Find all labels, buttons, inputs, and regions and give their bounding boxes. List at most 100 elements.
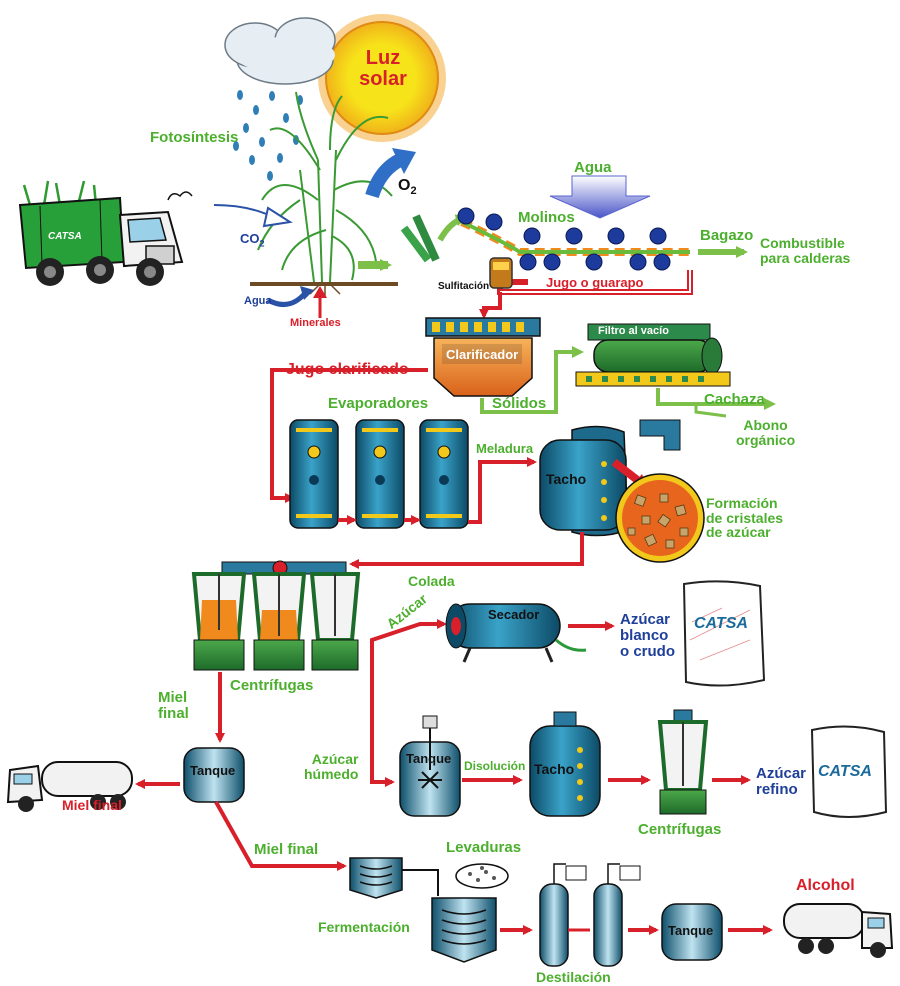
minerals-label: Minerales <box>290 317 341 329</box>
filter-cake-line <box>656 388 776 410</box>
clarifier-tank-icon <box>425 317 541 397</box>
fuel-label-line-2: para calderas <box>760 249 851 266</box>
arrow-sulfitation-to-clarifier <box>479 292 502 319</box>
juice-line-inner <box>500 270 691 293</box>
white-raw-sugar-line-1: Azúcar <box>620 611 671 628</box>
fermenter-icon <box>349 857 439 899</box>
wet-sugar-line <box>370 666 395 787</box>
alcohol-label: Alcohol <box>796 877 855 894</box>
refined-sugar-line-1: Azúcar <box>756 765 807 782</box>
syrup-label: Meladura <box>476 441 534 456</box>
tank-2-label: Tanque <box>406 751 452 766</box>
solids-line <box>480 346 584 414</box>
sulfitation-label: Sulfitación <box>438 281 490 292</box>
wet-sugar-label: Azúcar húmedo <box>304 752 358 781</box>
alcohol-truck-icon <box>783 903 894 958</box>
tank-1-label: Tanque <box>190 763 236 778</box>
final-molasses-label-a: Miel final <box>158 690 189 722</box>
distillation-label: Destilación <box>536 969 611 985</box>
sun-icon <box>318 14 446 142</box>
massecuite-label: Colada <box>408 573 455 589</box>
organic-fertilizer-line-2: orgánico <box>736 431 796 448</box>
cloud-icon <box>224 17 336 85</box>
o2-label: O2 <box>398 177 417 198</box>
wet-sugar-line-2: húmedo <box>304 765 359 782</box>
sugar-to-dryer-line <box>370 619 447 666</box>
evaporators-label: Evaporadores <box>328 395 429 412</box>
sugar-sack-icon <box>810 725 888 818</box>
centrifuges-label: Centrífugas <box>230 677 314 694</box>
o2-arrow <box>365 153 404 199</box>
rain-drops <box>233 90 303 181</box>
tank-3-label: Tanque <box>668 923 714 938</box>
centrifuges-2-label: Centrífugas <box>638 821 722 838</box>
tank-icon <box>399 715 461 817</box>
centrifuge-icon <box>191 560 361 671</box>
co2-label-sub: 2 <box>259 238 265 249</box>
co2-label: CO2 <box>240 232 265 249</box>
photosynthesis-label: Fotosíntesis <box>150 129 239 146</box>
sun-label-line-2: solar <box>359 68 407 90</box>
white-raw-sugar-line-3: o crudo <box>620 642 675 660</box>
sun-label-line-1: Luz <box>365 47 401 69</box>
brand-logo-1: CATSA <box>694 615 748 632</box>
vacuum-pan-icon <box>529 711 601 817</box>
water-top-label: Agua <box>574 159 612 176</box>
filter-cake-label: Cachaza <box>704 391 765 408</box>
cane-truck-icon <box>18 180 193 286</box>
refined-sugar-line-2: refino <box>756 780 798 798</box>
co2-label-text: CO <box>240 231 260 246</box>
molasses-truck-icon <box>6 761 133 812</box>
vacuum-filter-label: Filtro al vacío <box>598 325 669 337</box>
fuel-label: Combustible para calderas <box>760 236 850 265</box>
fermentation-label: Fermentación <box>318 919 410 935</box>
brand-logo-2: CATSA <box>818 763 872 780</box>
crystal-formation-line-1: Formación <box>706 495 778 511</box>
sulfitation-unit <box>489 257 513 289</box>
brand-logo-truck: CATSA <box>48 231 82 242</box>
clarified-juice-line <box>270 368 428 503</box>
fermenter-icon <box>431 897 497 963</box>
solids-label: Sólidos <box>492 395 547 412</box>
final-molasses-truck-label: Miel final <box>62 797 122 813</box>
pan-2-label: Tacho <box>534 761 575 777</box>
fertilizer-line <box>694 404 727 418</box>
water-down-arrow <box>549 175 651 219</box>
o2-label-text: O <box>398 177 411 194</box>
mill-rollers-icon <box>457 207 690 271</box>
o2-arrowhead <box>392 148 416 174</box>
yeast-icon <box>455 863 509 889</box>
final-molasses-a-line-2: final <box>158 704 189 722</box>
tank-icon <box>183 747 245 803</box>
bagasse-label: Bagazo <box>700 227 754 244</box>
o2-label-sub: 2 <box>410 185 417 198</box>
massecuite-line <box>349 532 584 569</box>
white-raw-sugar-line-2: blanco <box>620 626 669 644</box>
crystal-formation-line-2: de cristales <box>706 509 784 526</box>
sugarcane-plant-icon <box>257 91 393 283</box>
clarifier-label: Clarificador <box>446 347 519 362</box>
yeasts-label: Levaduras <box>446 839 522 856</box>
dryer-label: Secador <box>488 607 540 622</box>
organic-fertilizer-line-1: Abono <box>743 417 788 433</box>
vacuum-pan-icon <box>539 419 681 537</box>
centrifuge-icon <box>657 709 709 815</box>
syrup-line <box>468 457 537 524</box>
dryer-icon <box>445 603 587 663</box>
mills-label: Molinos <box>518 209 575 226</box>
water-soil-label: Agua <box>244 295 272 307</box>
white-raw-sugar-label: Azúcar blanco o crudo <box>620 612 675 659</box>
water-soil-arrow <box>266 290 308 307</box>
distillation-column-icon <box>539 863 641 967</box>
sugar-sack-icon <box>682 580 766 687</box>
water-soil-arrowhead <box>300 286 314 300</box>
co2-arrowhead <box>262 206 293 228</box>
cane-stalk <box>400 214 440 263</box>
tank-icon <box>661 903 723 961</box>
arrow-pan-to-crystals <box>611 458 643 486</box>
crystal-formation-label: Formación de cristales de azúcar <box>706 496 783 540</box>
refined-sugar-label: Azúcar refino <box>756 766 806 798</box>
vacuum-filter-icon <box>575 323 731 387</box>
molasses-to-fermentation-line <box>214 801 347 871</box>
